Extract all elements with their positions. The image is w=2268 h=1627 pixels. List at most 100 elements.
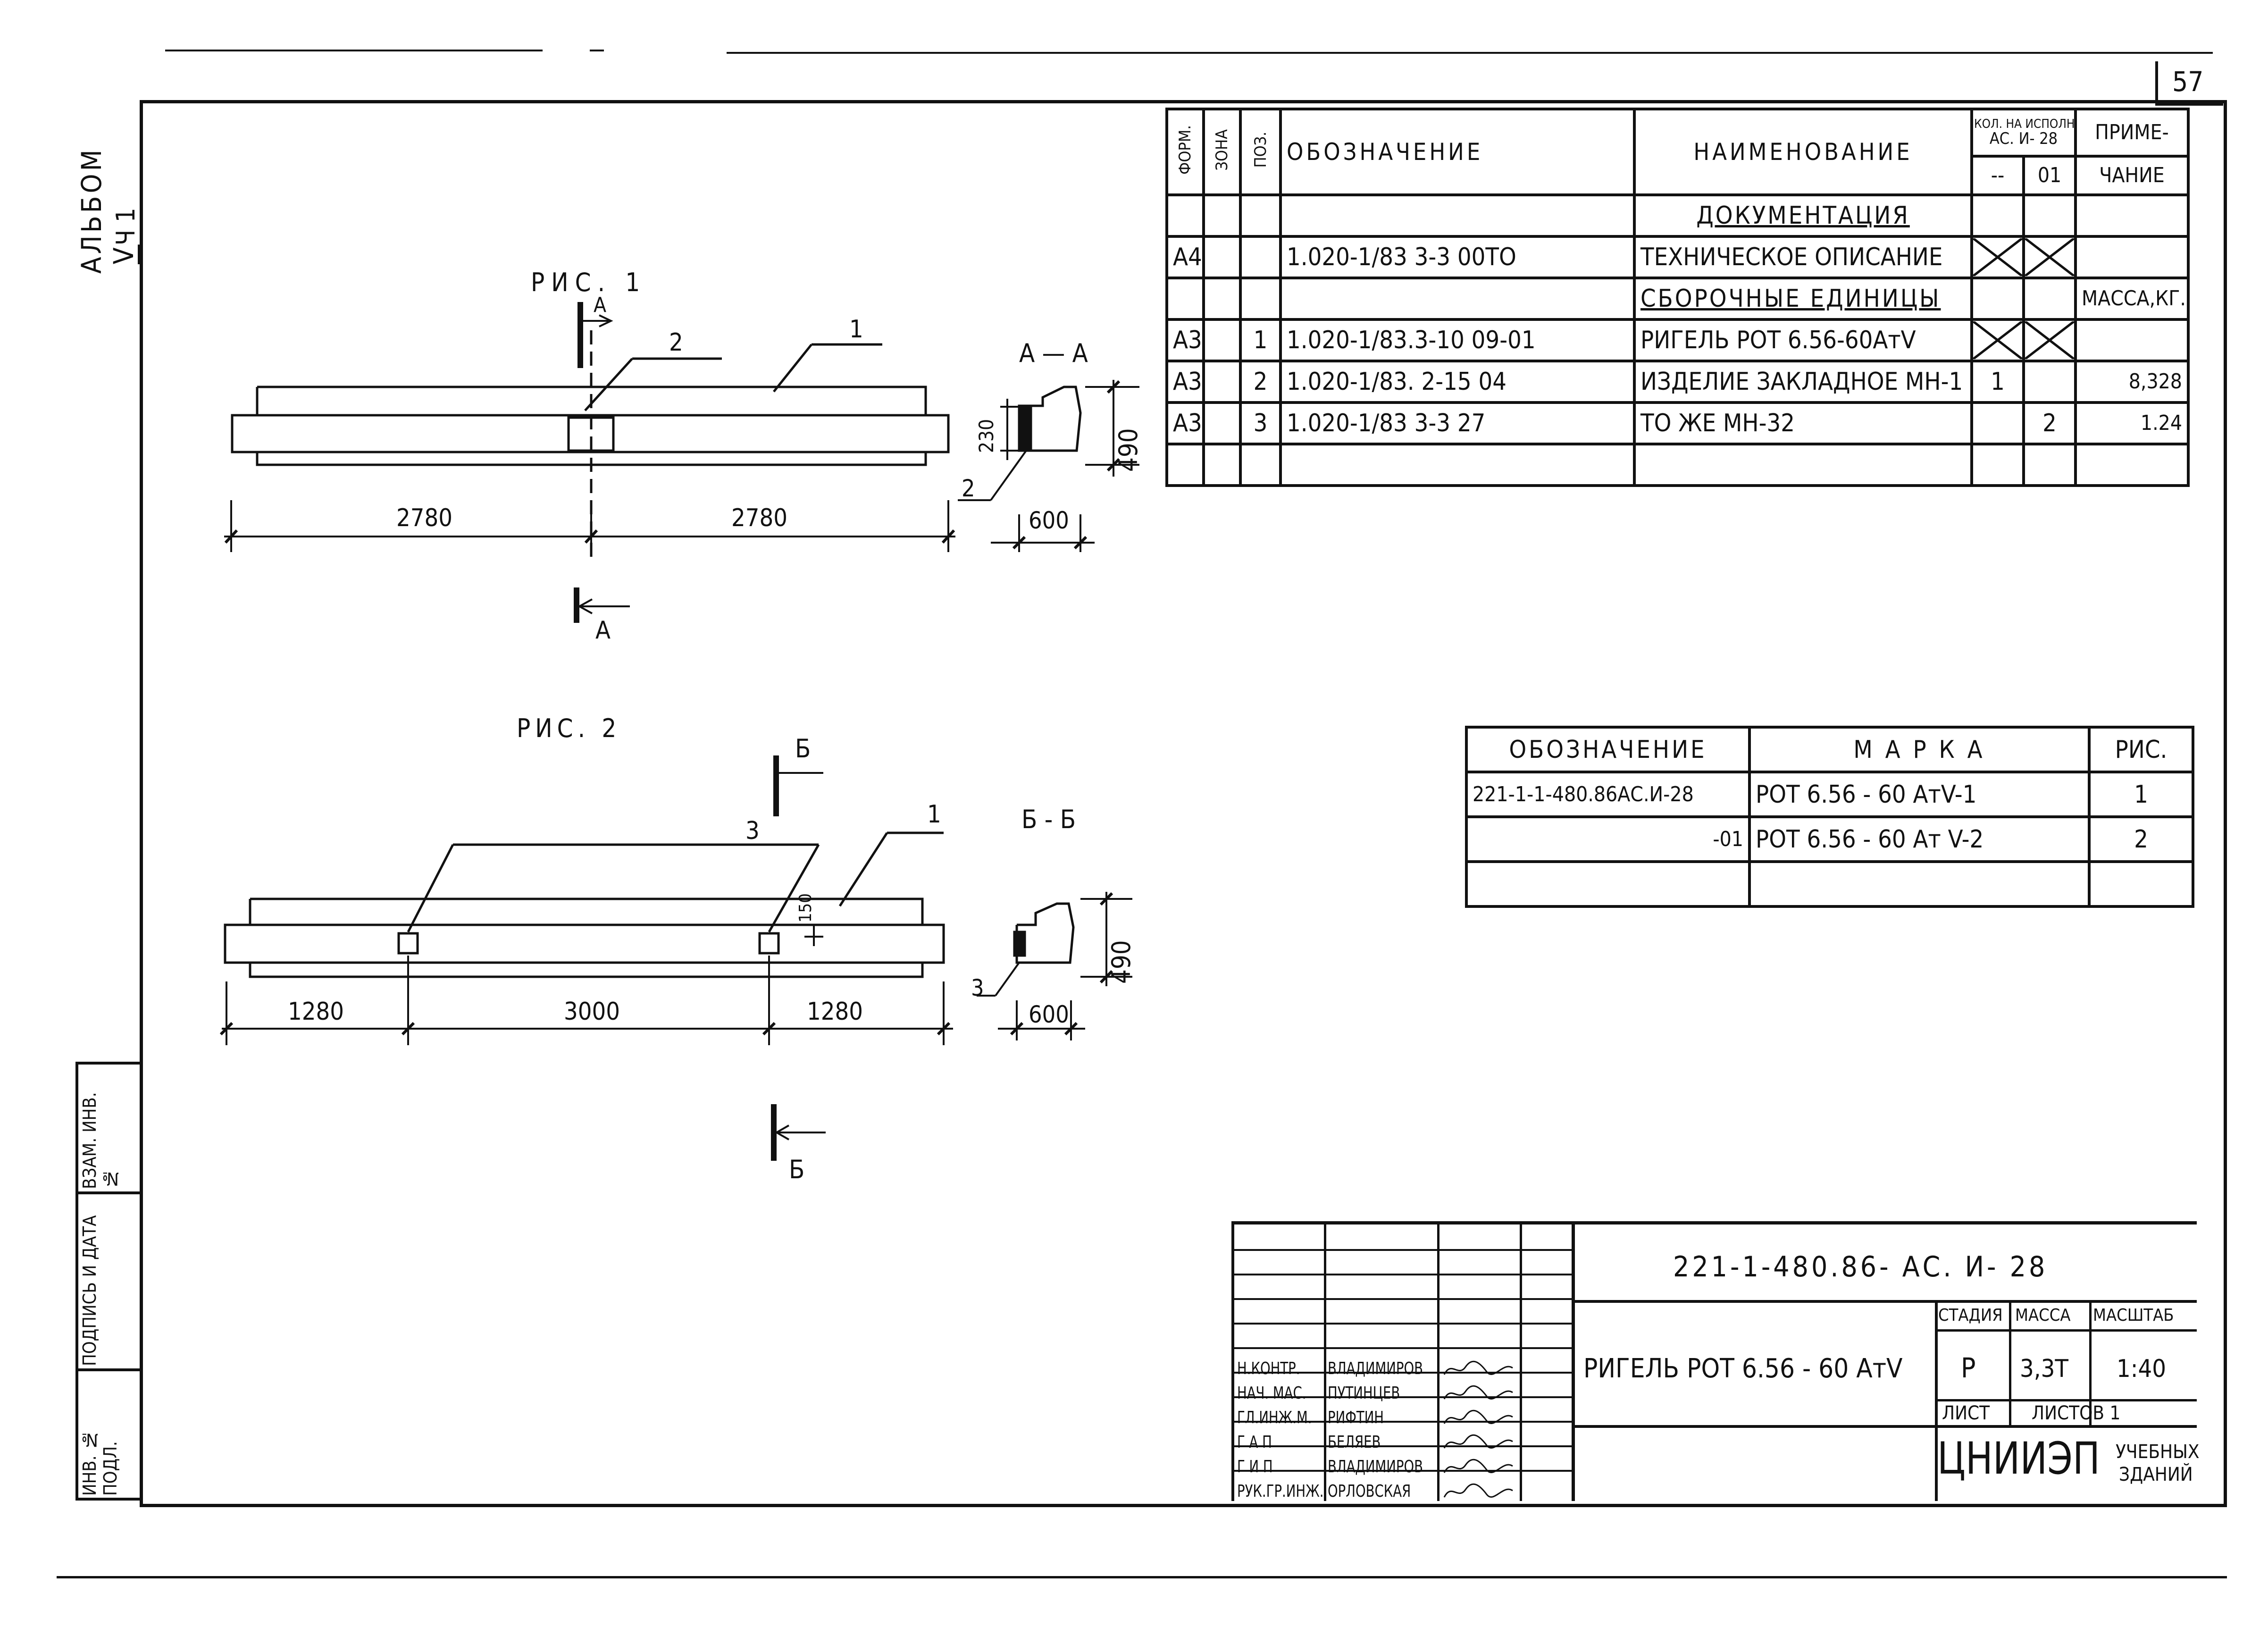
spec-cell-designation: 1.020-1/83. 2-15 04 bbox=[1279, 360, 1636, 404]
signer-role: Г И П bbox=[1237, 1457, 1273, 1476]
tb-hline-stage bbox=[1935, 1329, 2197, 1332]
spec-cell-designation bbox=[1279, 443, 1636, 487]
fig2-callout-section: 3 bbox=[971, 975, 984, 1001]
spec-cell-designation: 1.020-1/83.3-10 09-01 bbox=[1279, 318, 1636, 362]
spec-cell-zone bbox=[1202, 401, 1242, 445]
signer-name: БЕЛЯЕВ bbox=[1328, 1433, 1381, 1452]
spec-cell-qty-base bbox=[1970, 277, 2025, 321]
fig2-dim-c: 1280 bbox=[807, 998, 863, 1026]
marks-cell-mark: РОТ 6.56 - 60 Ат V-2 bbox=[1748, 815, 2091, 863]
spec-cell-qty-01 bbox=[2022, 277, 2077, 321]
marks-cell-designation: -01 bbox=[1465, 815, 1751, 863]
spec-cell-name bbox=[1633, 443, 1973, 487]
stage-value: Р bbox=[1961, 1352, 1976, 1384]
organization-sub-1: УЧЕБНЫХ bbox=[2116, 1441, 2200, 1463]
spec-header-qty-01: 01 bbox=[2022, 155, 2077, 196]
fig2-embedded-item-left bbox=[397, 932, 419, 955]
spec-cell-note: МАССА,КГ. bbox=[2074, 277, 2190, 321]
fig2-title: РИС. 2 bbox=[517, 713, 621, 743]
spec-cell-note bbox=[2074, 443, 2190, 487]
handwritten-signature bbox=[1442, 1457, 1517, 1477]
signer-name: ОРЛОВСКАЯ bbox=[1328, 1482, 1411, 1501]
fig2-callout-pos1: 1 bbox=[927, 800, 941, 829]
spec-cell-note bbox=[2074, 193, 2190, 238]
tb-vline-sheet bbox=[2009, 1399, 2011, 1425]
spec-cell-note: 8,328 bbox=[2074, 360, 2190, 404]
scan-line-top-3 bbox=[727, 52, 2213, 54]
tb-grid-hline bbox=[1234, 1249, 1574, 1251]
item-name: РИГЕЛЬ РОТ 6.56 - 60 АтV bbox=[1583, 1353, 1903, 1384]
spec-header-zone: ЗОНА bbox=[1202, 108, 1242, 196]
fig1-cut-letter-bottom: А bbox=[595, 616, 611, 645]
handwritten-signature bbox=[1442, 1432, 1517, 1453]
spec-cell-qty-base bbox=[1970, 193, 2025, 238]
spec-cell-zone bbox=[1202, 277, 1242, 321]
doc-code: 221-1-480.86- АС. И- 28 bbox=[1673, 1250, 2048, 1283]
fig2-dim-150: 150 bbox=[796, 893, 815, 923]
spec-cell-name: ИЗДЕЛИЕ ЗАКЛАДНОЕ МН-1 bbox=[1633, 360, 1973, 404]
tb-grid-hline bbox=[1234, 1470, 1574, 1472]
fig2-cut-letter-top: Б bbox=[795, 734, 811, 763]
spec-cell-zone bbox=[1202, 360, 1242, 404]
handwritten-signature bbox=[1442, 1481, 1517, 1502]
spec-cell-format bbox=[1165, 277, 1205, 321]
spec-row: ДОКУМЕНТАЦИЯ bbox=[1165, 193, 2190, 238]
marks-header-fig: РИС. bbox=[2088, 726, 2194, 773]
spec-cell-name: ДОКУМЕНТАЦИЯ bbox=[1633, 193, 1973, 238]
fig1-dim-right: 2780 bbox=[731, 504, 788, 532]
spec-cell-zone bbox=[1202, 318, 1242, 362]
spec-cell-zone bbox=[1202, 235, 1242, 279]
signer-role: НАЧ. МАС. bbox=[1237, 1384, 1306, 1403]
tb-vline-1 bbox=[1324, 1224, 1326, 1501]
spec-cell-format: А3 bbox=[1165, 318, 1205, 362]
spec-cell-pos bbox=[1239, 193, 1282, 238]
spec-cell-designation: 1.020-1/83 3-3 27 bbox=[1279, 401, 1636, 445]
scale-value: 1:40 bbox=[2117, 1355, 2167, 1383]
stage-label: СТАДИЯ bbox=[1938, 1306, 2003, 1325]
spec-cell-qty-01 bbox=[2022, 360, 2077, 404]
marks-cell-designation: 221-1-1-480.86АС.И-28 bbox=[1465, 771, 1751, 818]
mass-label: МАССА bbox=[2015, 1306, 2071, 1325]
tb-vline-scale bbox=[2089, 1300, 2092, 1425]
tb-vline-2 bbox=[1437, 1224, 1439, 1501]
spec-cell-designation bbox=[1279, 193, 1636, 238]
fig1-dim-600: 600 bbox=[1029, 507, 1069, 534]
mass-value: 3,3Т bbox=[2020, 1355, 2068, 1383]
spec-cell-note bbox=[2074, 235, 2190, 279]
spec-header-qty: КОЛ. НА ИСПОЛН.АС. И- 28 bbox=[1970, 108, 2077, 158]
tb-grid-hline bbox=[1234, 1274, 1574, 1275]
spec-cell-pos: 1 bbox=[1239, 318, 1282, 362]
fig2-dim-600: 600 bbox=[1029, 1001, 1069, 1028]
spec-cell-qty-01 bbox=[2022, 235, 2077, 279]
marks-table: ОБОЗНАЧЕНИЕ М А Р К А РИС. 221-1-1-480.8… bbox=[1465, 726, 2194, 908]
spec-cell-format: А3 bbox=[1165, 360, 1205, 404]
spec-cell-qty-01 bbox=[2022, 443, 2077, 487]
spec-cell-qty-base bbox=[1970, 235, 2025, 279]
marks-cell-mark bbox=[1748, 860, 2091, 908]
left-strip-div1 bbox=[75, 1191, 142, 1194]
marks-cell-designation bbox=[1465, 860, 1751, 908]
scan-line-bottom bbox=[57, 1576, 2227, 1578]
tb-hline-code bbox=[1574, 1300, 2197, 1303]
spec-header-note-top: ПРИМЕ- bbox=[2074, 108, 2190, 158]
tb-grid-hline bbox=[1234, 1323, 1574, 1325]
handwritten-signature bbox=[1442, 1383, 1517, 1404]
spec-cell-zone bbox=[1202, 193, 1242, 238]
signer-role: РУК.ГР.ИНЖ. bbox=[1237, 1482, 1324, 1501]
organization-sub-2: ЗДАНИЙ bbox=[2119, 1464, 2193, 1485]
spec-cell-pos bbox=[1239, 235, 1282, 279]
tb-grid-hline bbox=[1234, 1347, 1574, 1349]
tb-grid-hline bbox=[1234, 1298, 1574, 1300]
tb-hline-sheet bbox=[1935, 1399, 2197, 1401]
spec-header-note-bottom: ЧАНИЕ bbox=[2074, 155, 2190, 196]
tb-vline-3 bbox=[1520, 1224, 1522, 1501]
marks-cell-mark: РОТ 6.56 - 60 АтV-1 bbox=[1748, 771, 2091, 818]
fig2-dim-a: 1280 bbox=[288, 998, 344, 1026]
spec-header-name: НАИМЕНОВАНИЕ bbox=[1633, 108, 1973, 196]
fig2-cut-letter-bottom: Б bbox=[789, 1155, 805, 1184]
